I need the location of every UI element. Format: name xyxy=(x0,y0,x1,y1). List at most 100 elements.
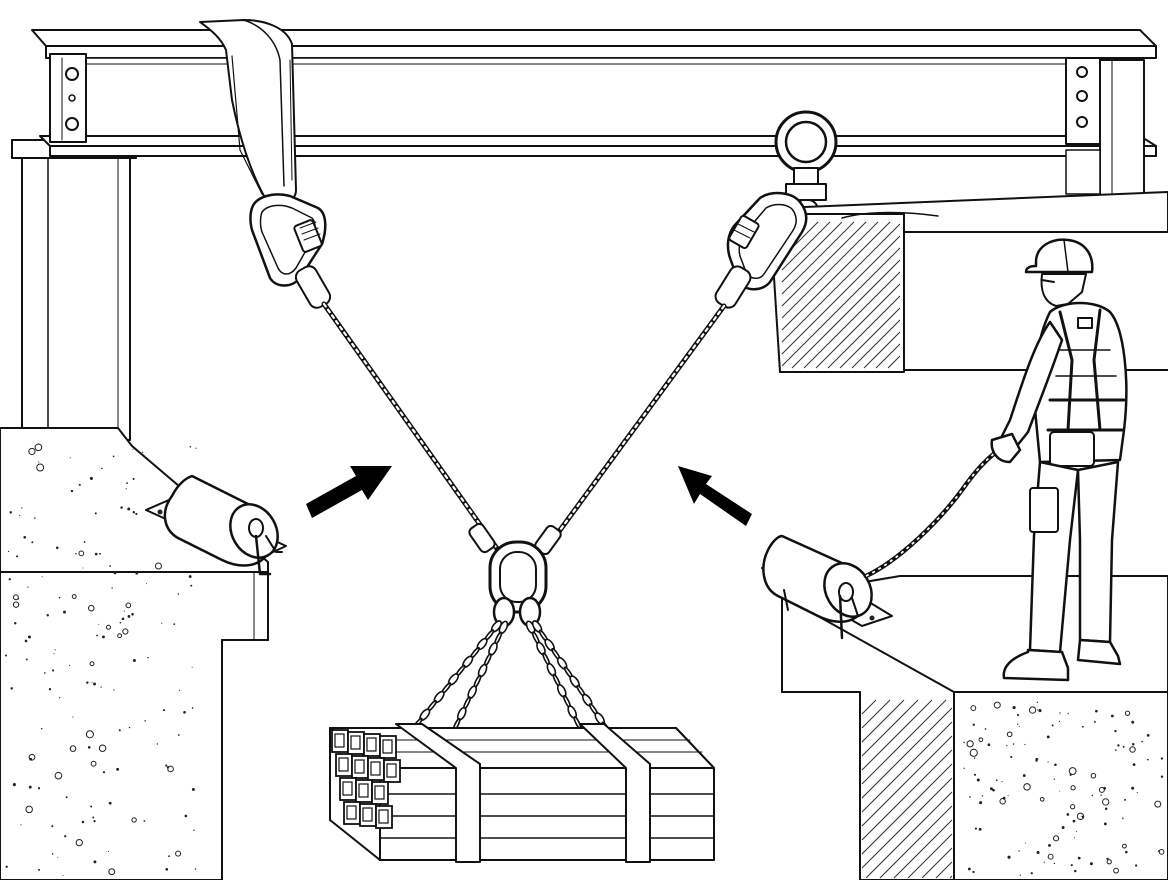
texture-dot xyxy=(1069,773,1072,777)
texture-dot xyxy=(125,602,132,609)
left-column xyxy=(11,139,137,441)
texture-dot xyxy=(28,447,36,456)
tube-end-inner xyxy=(370,761,381,776)
texture-dot xyxy=(53,653,55,655)
texture-dot xyxy=(1006,745,1008,747)
texture-dot xyxy=(143,820,146,822)
texture-dot xyxy=(972,723,975,726)
tube-end xyxy=(371,781,389,805)
texture-dot xyxy=(1121,843,1127,849)
texture-dot xyxy=(94,552,98,556)
hatch-line xyxy=(861,721,953,813)
texture-dot xyxy=(974,827,977,830)
texture-dot xyxy=(188,575,192,578)
hatch-line xyxy=(781,221,891,331)
steel-i-beam xyxy=(31,29,1157,203)
hard-hat-icon xyxy=(1024,238,1094,274)
hatch-line xyxy=(803,271,901,369)
texture-dot xyxy=(166,766,170,769)
texture-dot xyxy=(105,624,111,630)
texture-dot xyxy=(1068,767,1077,775)
texture-dot xyxy=(48,688,52,691)
texture-dot xyxy=(162,709,166,712)
texture-dot xyxy=(123,610,125,612)
texture-dot xyxy=(1048,843,1051,847)
texture-dot xyxy=(1101,798,1110,806)
tube-end xyxy=(355,779,373,803)
texture-dot xyxy=(984,728,987,730)
texture-dot xyxy=(1061,826,1065,829)
tube-end xyxy=(363,733,381,757)
texture-dot xyxy=(966,740,974,748)
texture-dot xyxy=(58,596,61,599)
texture-dot xyxy=(1053,778,1056,780)
texture-dot xyxy=(979,801,983,805)
tube-end xyxy=(347,731,365,755)
hatch-line xyxy=(781,247,901,367)
texture-dot xyxy=(63,610,66,614)
texture-dot xyxy=(69,457,71,459)
texture-dot xyxy=(54,649,56,651)
texture-dot xyxy=(15,555,19,558)
texture-dot xyxy=(93,682,96,686)
texture-dot xyxy=(25,658,28,661)
texture-dot xyxy=(1023,783,1031,791)
tube-end-inner xyxy=(378,809,389,824)
texture-dot xyxy=(51,853,54,855)
texture-dot xyxy=(125,488,127,490)
tube-end-inner xyxy=(374,785,385,800)
tube-end xyxy=(359,803,377,827)
texture-dot xyxy=(90,760,97,767)
hatch-line xyxy=(861,699,891,729)
texture-dot xyxy=(1036,701,1039,704)
texture-dot xyxy=(1051,724,1054,727)
texture-dot xyxy=(1113,867,1119,874)
texture-dot xyxy=(112,455,115,458)
texture-dot xyxy=(993,701,1001,709)
texture-dot xyxy=(1002,796,1006,800)
texture-dot xyxy=(86,681,89,684)
texture-dot xyxy=(1017,713,1020,717)
texture-dot xyxy=(1047,853,1054,860)
texture-dot xyxy=(1122,745,1125,748)
texture-dot xyxy=(999,798,1006,805)
texture-dot xyxy=(191,707,194,709)
texture-dot xyxy=(99,552,101,555)
texture-dot xyxy=(992,788,995,792)
tube-end-inner xyxy=(386,763,397,778)
texture-dot xyxy=(58,697,61,699)
tube-end xyxy=(335,753,353,777)
texture-dot xyxy=(154,562,162,570)
hatch-line xyxy=(893,819,953,879)
texture-dot xyxy=(98,744,107,752)
texture-dot xyxy=(85,730,94,739)
texture-dot xyxy=(117,633,123,639)
texture-dot xyxy=(51,825,54,828)
texture-dot xyxy=(1070,804,1076,810)
texture-dot xyxy=(1106,859,1112,865)
texture-dot xyxy=(1070,864,1073,867)
worker-with-harness xyxy=(990,238,1128,682)
tube-end-inner xyxy=(358,783,369,798)
texture-dot xyxy=(109,565,111,567)
texture-dot xyxy=(1104,807,1108,810)
texture-dot xyxy=(89,476,93,480)
texture-dot xyxy=(1141,740,1143,743)
texture-dot xyxy=(23,535,27,539)
hatch-line xyxy=(861,699,933,771)
tube-end xyxy=(339,777,357,801)
texture-dot xyxy=(87,746,91,749)
hatch-line xyxy=(907,833,953,879)
texture-dot xyxy=(55,546,59,550)
texture-dot xyxy=(132,477,135,480)
tube-end-inner xyxy=(338,757,349,772)
hatch-line xyxy=(863,331,901,369)
texture-dot xyxy=(1110,714,1114,718)
texture-dot xyxy=(19,514,21,517)
texture-dot xyxy=(75,838,83,847)
texture-dot xyxy=(1076,812,1085,821)
texture-dot xyxy=(1081,815,1083,818)
texture-dot xyxy=(1077,856,1081,860)
wire-rope-left xyxy=(321,301,501,554)
texture-dot xyxy=(116,767,120,771)
